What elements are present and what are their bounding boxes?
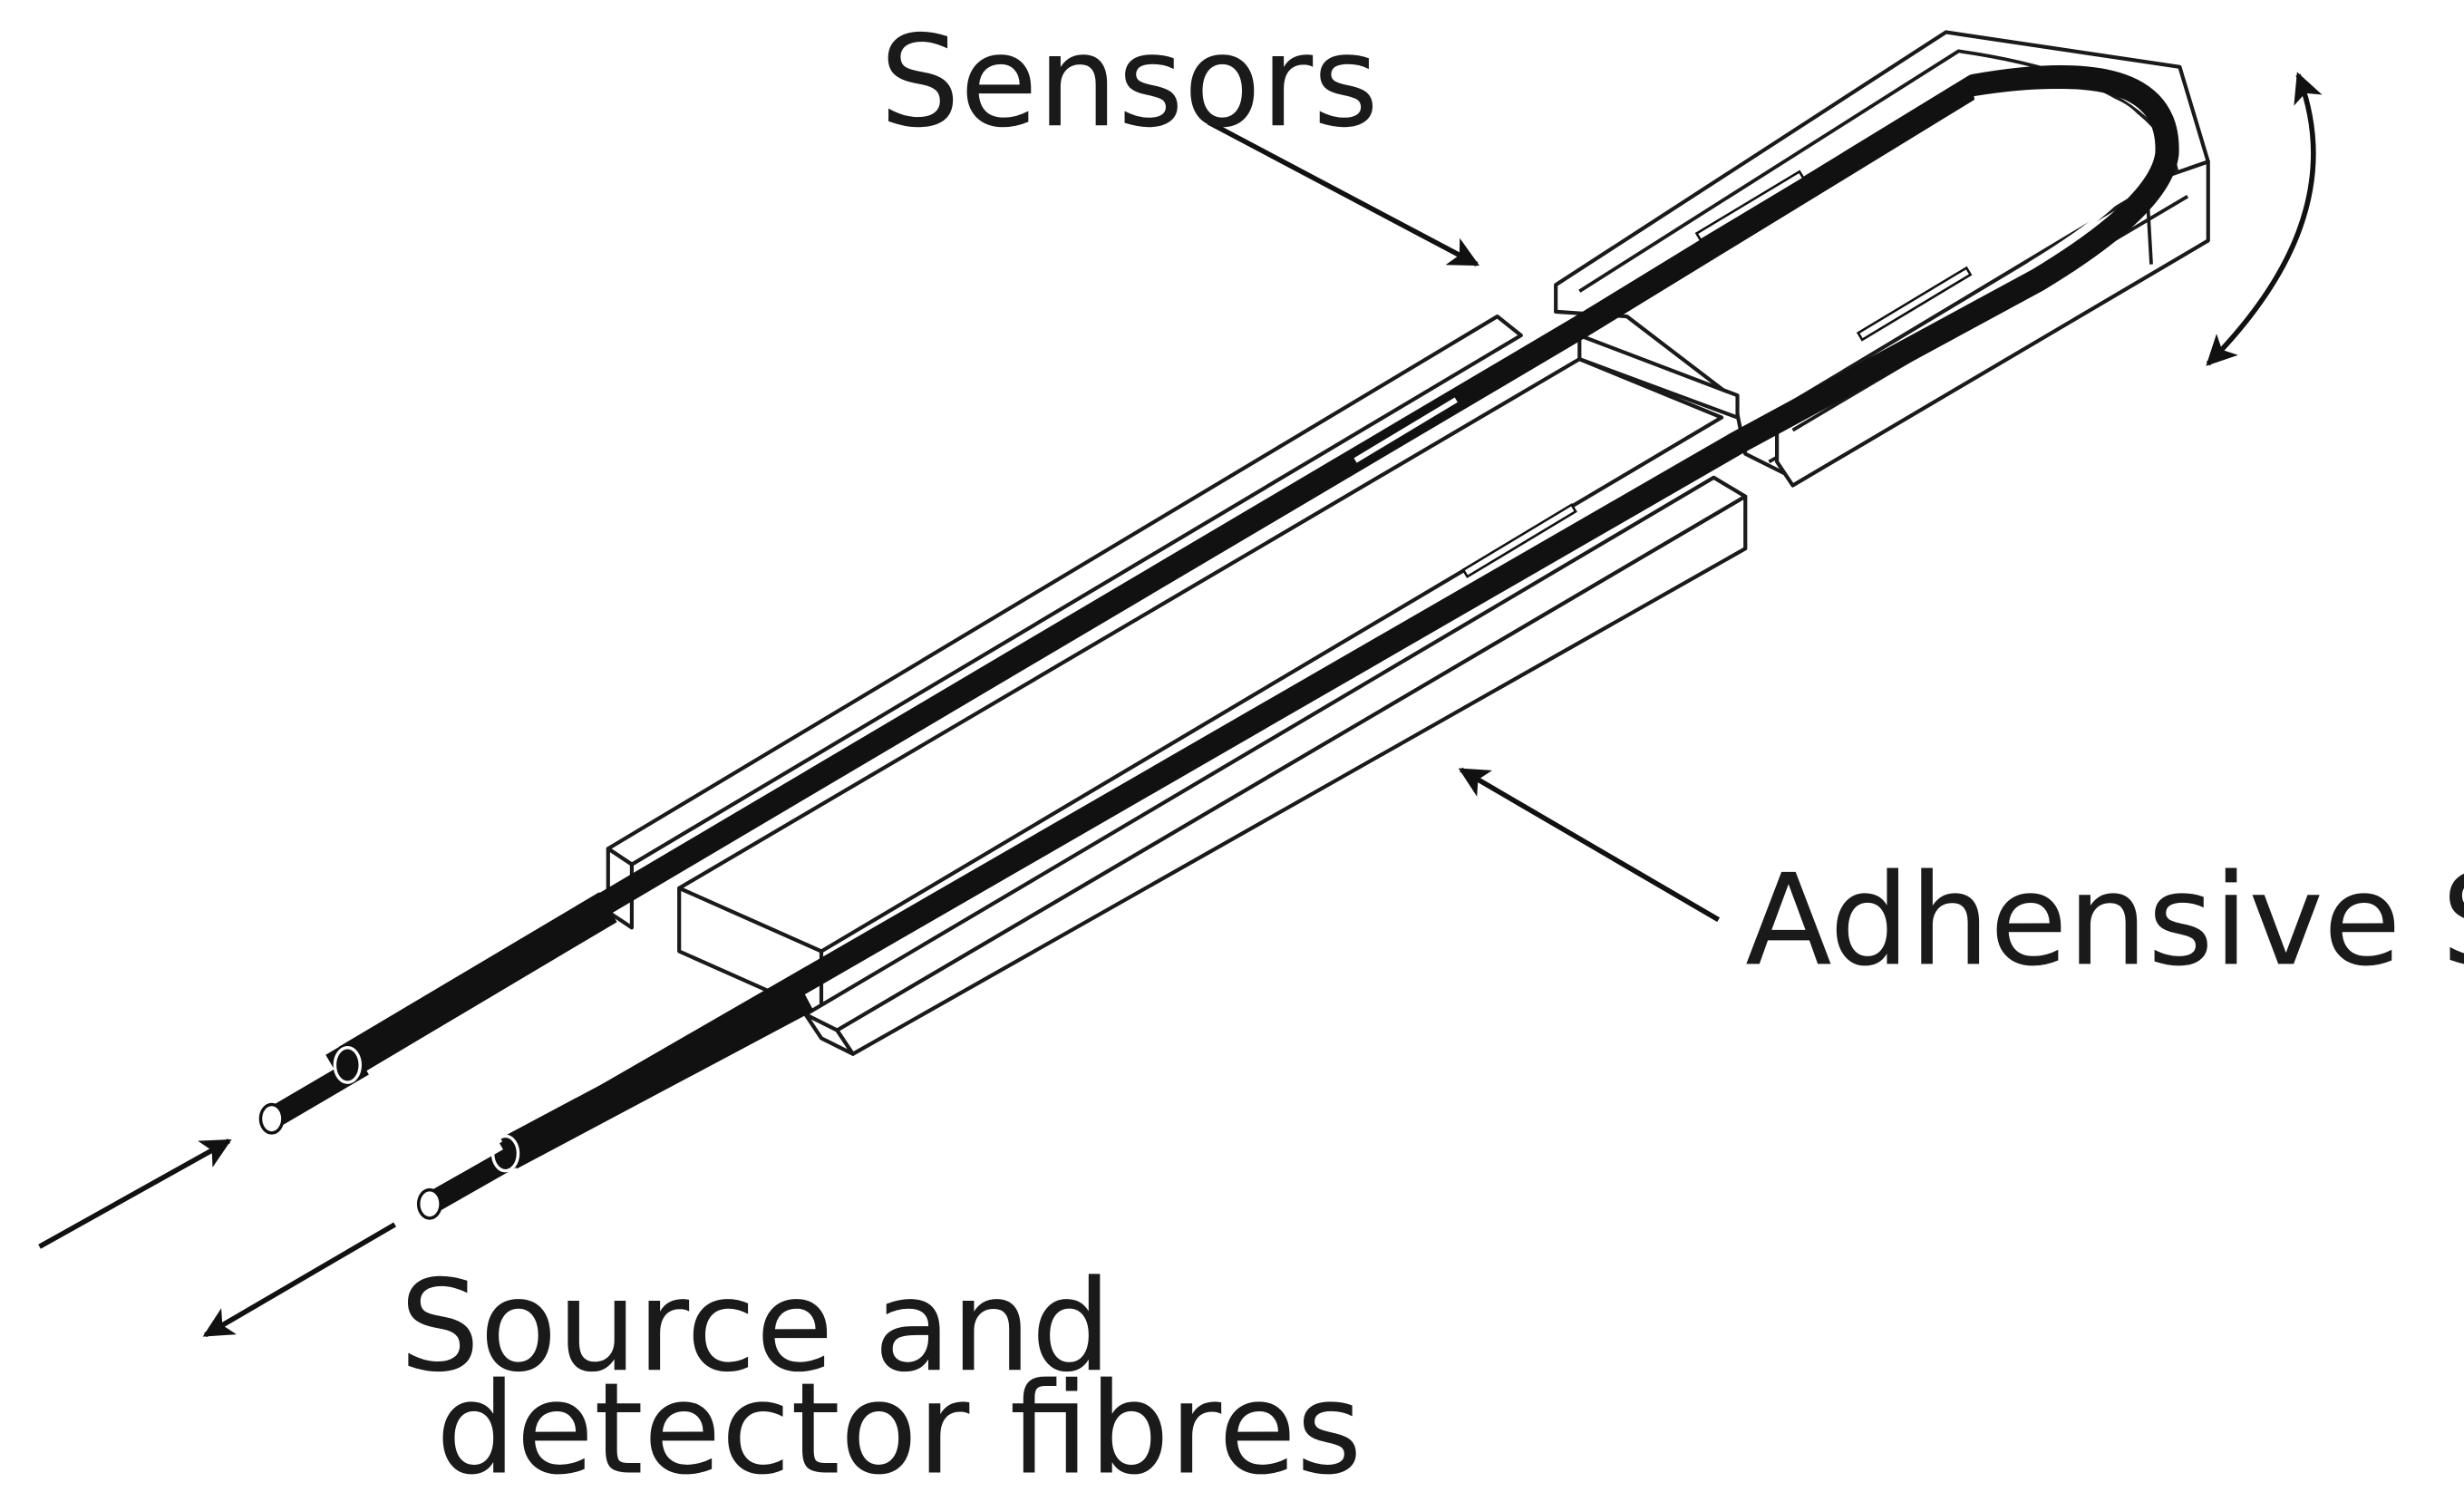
base-plate <box>606 30 2210 1056</box>
adhesive-arrow <box>1458 767 1721 923</box>
fibre-loop <box>325 65 2179 1164</box>
label-fibres-line2: detector fibres <box>436 1355 1363 1492</box>
fibre-ends <box>258 892 814 1220</box>
source-in-arrow <box>38 1138 232 1249</box>
sensor-lower-2 <box>1856 266 1973 342</box>
detector-fibre-end <box>416 1187 442 1220</box>
source-fibre-end <box>258 1102 285 1135</box>
centre-block <box>677 357 1724 954</box>
label-adhesive-surface: Adhensive Surface <box>1745 847 2464 993</box>
sensor-upper-2 <box>1694 170 1806 242</box>
arrows <box>38 72 2323 1338</box>
detector-out-arrow <box>202 1222 396 1338</box>
sensors-arrow <box>1207 120 1480 267</box>
label-sensors: Sensors <box>879 8 1378 155</box>
label-fibres-line1: Source and <box>400 1253 1111 1400</box>
bend-motion-arrow <box>2206 72 2323 366</box>
sensor-upper <box>1350 393 1461 467</box>
sensor-lower <box>1461 503 1577 578</box>
